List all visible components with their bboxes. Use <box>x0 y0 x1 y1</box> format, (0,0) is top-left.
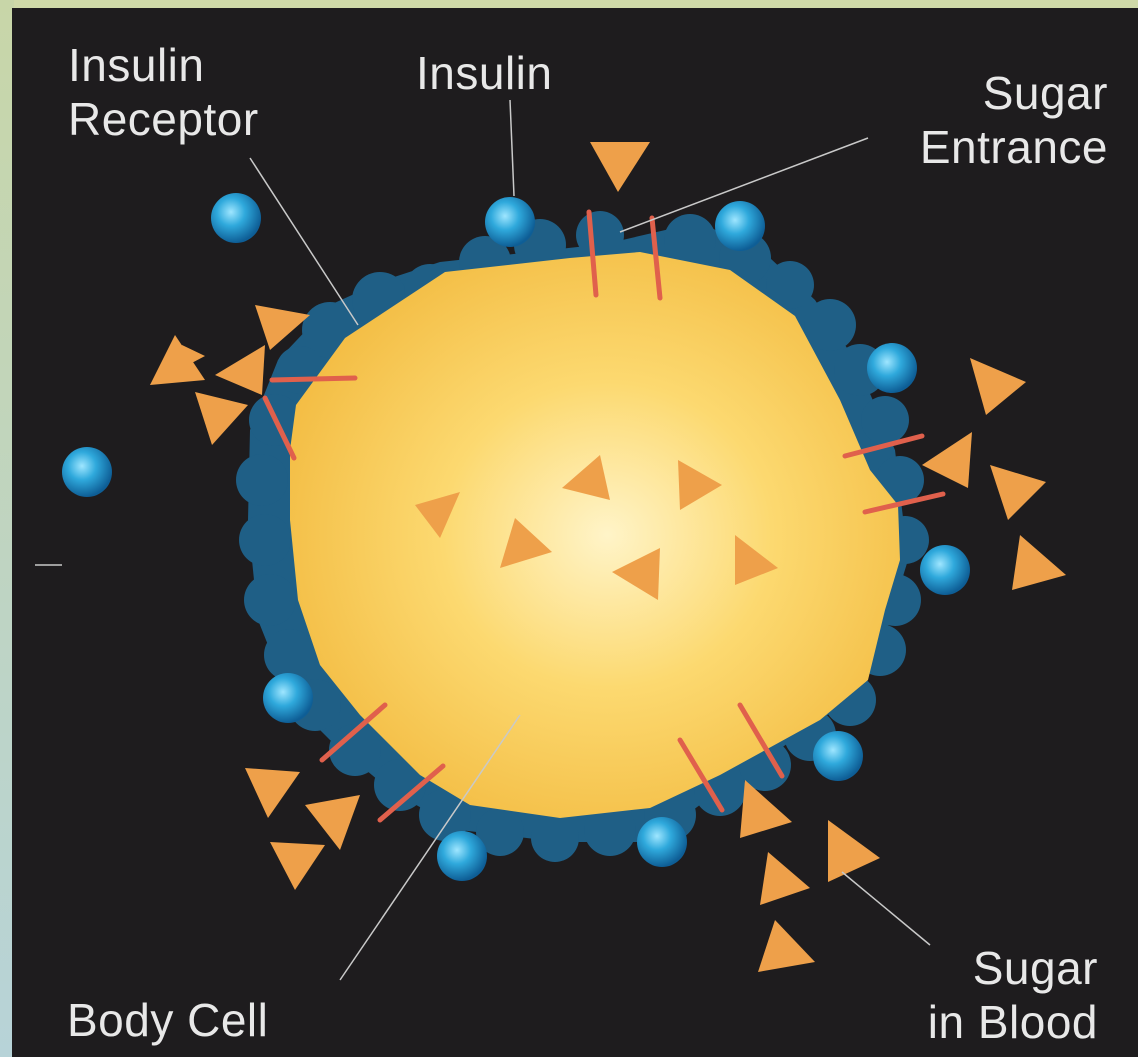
label-sugar-entrance-line2: Entrance <box>920 120 1108 174</box>
sugar-icon <box>215 345 265 395</box>
label-sugar-entrance-line1: Sugar <box>920 66 1108 120</box>
insulin-icon <box>437 831 487 881</box>
insulin-icon <box>813 731 863 781</box>
sugar-icon <box>990 465 1046 520</box>
sugar-icon <box>828 820 880 882</box>
sugar-icon <box>245 768 300 818</box>
insulin-icon <box>637 817 687 867</box>
label-insulin-receptor-line1: Insulin <box>68 38 259 92</box>
label-insulin: Insulin <box>416 46 552 100</box>
sugar-icon <box>305 795 360 850</box>
insulin-icon <box>263 673 313 723</box>
sugar-icon <box>760 852 810 905</box>
label-sugar-in-blood-line2: in Blood <box>928 995 1098 1049</box>
label-body-cell: Body Cell <box>67 993 268 1047</box>
diagram-panel: Insulin Receptor Insulin Sugar Entrance … <box>12 8 1138 1057</box>
sugar-icon <box>970 358 1026 415</box>
sugar-icon <box>1012 535 1066 590</box>
insulin-icon <box>485 197 535 247</box>
insulin-icon <box>62 447 112 497</box>
insulin-icon <box>920 545 970 595</box>
label-sugar-in-blood: Sugar in Blood <box>928 941 1098 1049</box>
label-insulin-receptor: Insulin Receptor <box>68 38 259 146</box>
sugar-icon <box>195 392 248 445</box>
insulin-icon <box>867 343 917 393</box>
sugar-icon <box>758 920 815 972</box>
sugar-icon <box>922 432 972 488</box>
label-insulin-receptor-line2: Receptor <box>68 92 259 146</box>
sugar-icon <box>590 142 650 192</box>
insulin-icon <box>211 193 261 243</box>
sugar-icon <box>270 842 325 890</box>
insulin-icon <box>715 201 765 251</box>
label-sugar-entrance: Sugar Entrance <box>920 66 1108 174</box>
label-sugar-in-blood-line1: Sugar <box>928 941 1098 995</box>
